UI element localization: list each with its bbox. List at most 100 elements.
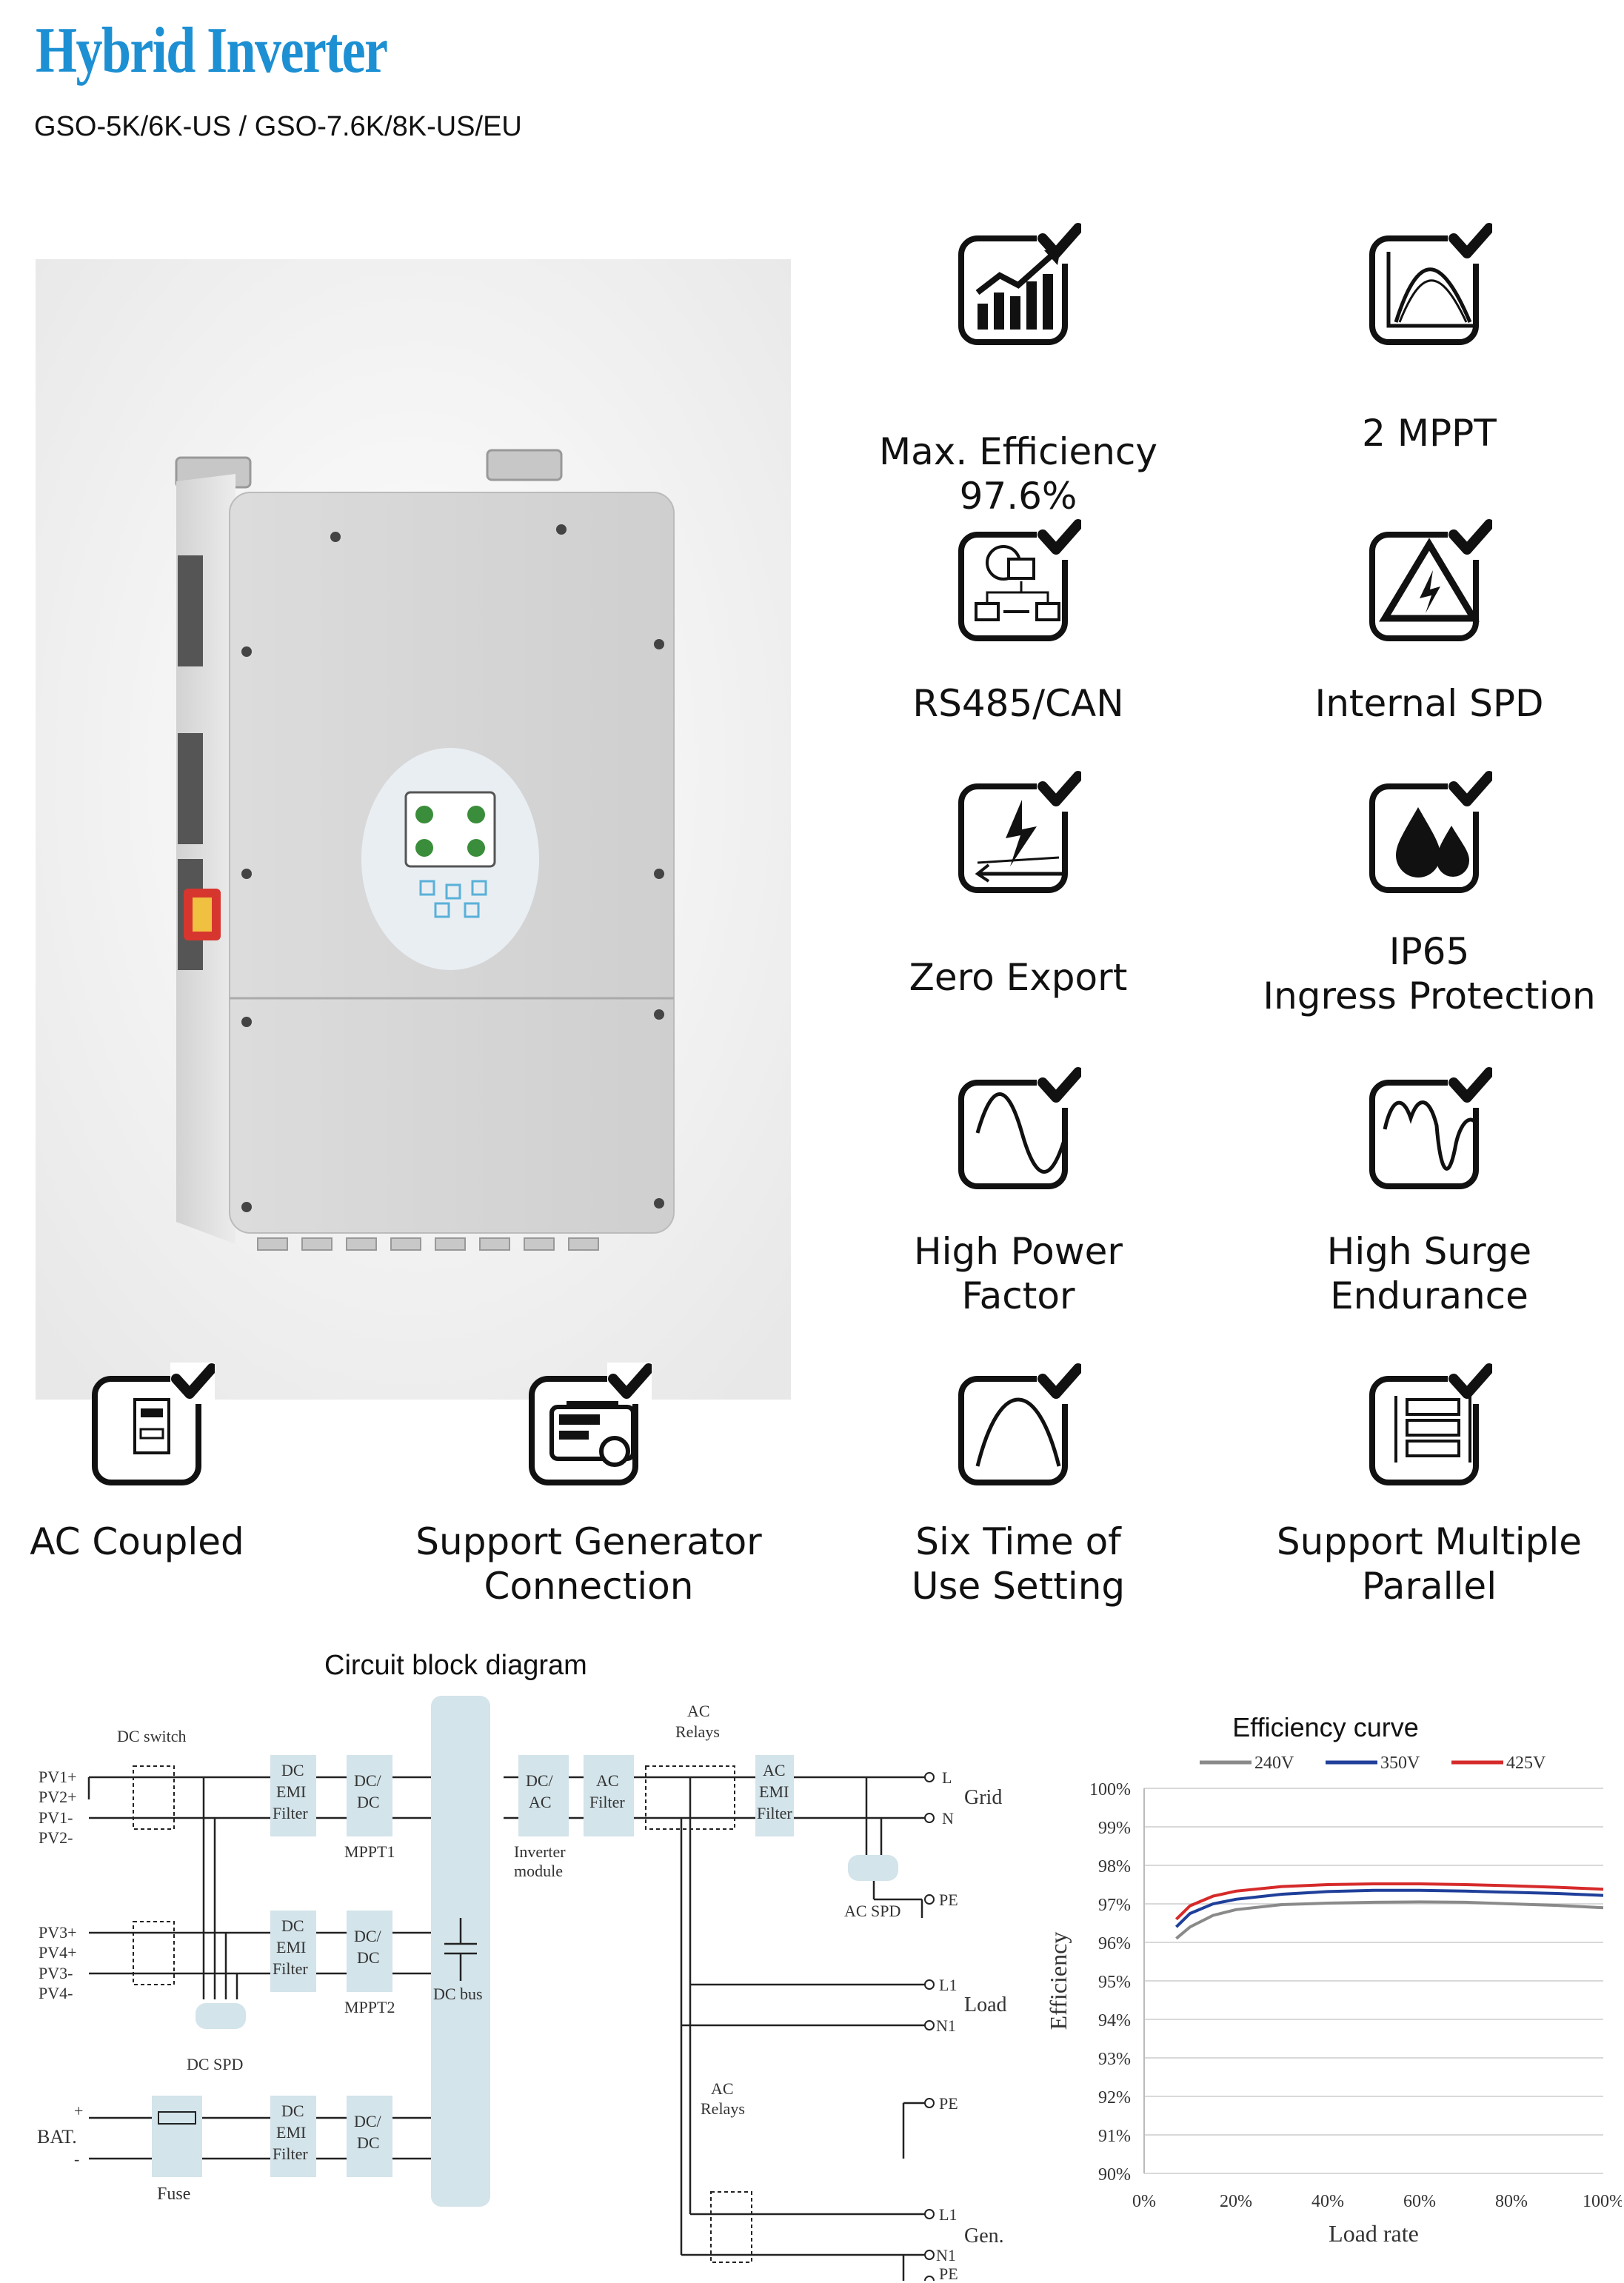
fuse-label: Fuse [157,2185,190,2204]
ac-relays-label: AC [711,2079,734,2098]
x-tick-label: 20% [1220,2192,1252,2211]
bat-plus-label: + [74,2102,83,2120]
sine-wave-icon [958,1066,1081,1189]
feature-label-line: Six Time of [915,1520,1121,1563]
ac-emi-filter-label: AC [763,1761,786,1779]
pv-label: PV2- [39,1828,73,1847]
feature-label-line: AC Coupled [30,1520,244,1563]
dc-emi-filter-label: DC [281,2102,304,2120]
dc-switch-label: DC switch [117,1727,187,1745]
chart-title: Efficiency curve [1232,1712,1418,1742]
feature-label-line: IP65 [1389,930,1470,973]
series-line-425V [1175,1882,1604,1921]
dc-emi-filter-label: EMI [276,1782,306,1801]
y-tick-label: 94% [1098,2011,1131,2030]
gen-l1-label: L1 [939,2205,957,2224]
pe-label: PE [939,2264,958,2281]
bell-curve-icon [958,1363,1081,1485]
feature-label-line: Zero Export [909,956,1128,999]
dc-emi-filter-label: Filter [273,1959,308,1978]
legend-label: 425V [1506,1754,1546,1773]
dcdc-label: DC/ [354,1927,382,1945]
y-tick-label: 100% [1089,1780,1131,1799]
ac-filter-label: Filter [589,1793,625,1811]
ac-relays-label: AC [687,1702,710,1720]
x-tick-label: 60% [1403,2192,1436,2211]
feature-label-line: RS485/CAN [912,682,1124,725]
feature-label-line: Support Generator [415,1520,762,1563]
ac-spd-label: AC SPD [844,1902,900,1920]
feature-label: AC Coupled [0,1520,344,1564]
y-tick-label: 90% [1098,2165,1131,2185]
zero-export-icon [958,770,1081,893]
grid-l-label: L [942,1768,952,1787]
page-title: Hybrid Inverter [36,15,388,87]
inverter-product-image [36,259,791,1400]
feature-label-line: Ingress Protection [1263,975,1596,1017]
network-icon [958,518,1081,641]
model-subtitle: GSO-5K/6K-US / GSO-7.6K/8K-US/EU [34,111,522,142]
y-tick-label: 98% [1098,1857,1131,1876]
dc-emi-filter-label: EMI [276,2123,306,2142]
y-tick-label: 96% [1098,1934,1131,1953]
dc-emi-filter-label: EMI [276,1938,306,1956]
dc-emi-filter-label: Filter [273,1804,308,1822]
dcac-label: AC [529,1793,552,1811]
pv-label: PV3+ [39,1923,77,1942]
pv-label: PV3- [39,1964,73,1982]
water-drops-icon [1369,770,1492,893]
mppt2-label: MPPT2 [344,1998,395,2016]
series-line-350V [1175,1888,1604,1928]
feature-label-line: 97.6% [959,475,1077,518]
y-tick-label: 91% [1098,2127,1131,2146]
y-tick-label: 93% [1098,2050,1131,2069]
feature-label-line: Max. Efficiency [878,430,1157,473]
legend-label: 350V [1380,1754,1420,1773]
feature-label: Internal SPD [1222,681,1624,726]
inverter-module-label: Inverter [514,1842,566,1861]
x-axis-label: Load rate [1329,2220,1419,2247]
grid-n-label: N [942,1809,954,1828]
ac-relays-label: Relays [675,1722,720,1741]
feature-label-line: 2 MPPT [1362,412,1497,455]
feature-label-line: Internal SPD [1314,682,1544,725]
dcdc-label: DC/ [354,2112,382,2130]
dcdc-label: DC/ [354,1771,382,1790]
inverter-module-label: module [514,1862,563,1880]
x-tick-label: 100% [1583,2192,1622,2211]
dc-emi-filter-label: Filter [273,2145,308,2163]
mppt1-label: MPPT1 [344,1842,395,1861]
feature-label-line: Factor [961,1274,1075,1317]
x-tick-label: 80% [1495,2192,1528,2211]
grid-label: Grid [964,1786,1002,1809]
y-axis-label: Efficiency [1045,1932,1072,2030]
dcdc-label: DC [357,2133,380,2152]
load-label: Load [964,1993,1007,2016]
pv-label: PV4- [39,1984,73,2002]
gen-n1-label: N1 [936,2246,956,2264]
circuit-diagram-title: Circuit block diagram [324,1650,587,1681]
dc-emi-filter-label: DC [281,1761,304,1779]
load-l1-label: L1 [939,1976,957,1994]
dc-bus-label: DC bus [433,1985,483,2003]
ac-coupled-icon [92,1363,215,1485]
series-line-240V [1175,1900,1604,1940]
feature-label-line: Support Multiple [1276,1520,1583,1563]
pv-label: PV4+ [39,1943,77,1962]
feature-label-line: High Power [914,1230,1123,1273]
load-n1-label: N1 [936,2016,956,2035]
dcac-label: DC/ [526,1771,554,1790]
bat-minus-label: - [74,2150,79,2168]
pv-label: PV2+ [39,1788,77,1806]
feature-label-line: High Surge [1326,1230,1532,1273]
feature-label-line: Connection [484,1565,694,1608]
ac-filter-label: AC [596,1771,619,1790]
y-tick-label: 97% [1098,1896,1131,1915]
legend-label: 240V [1254,1754,1294,1773]
